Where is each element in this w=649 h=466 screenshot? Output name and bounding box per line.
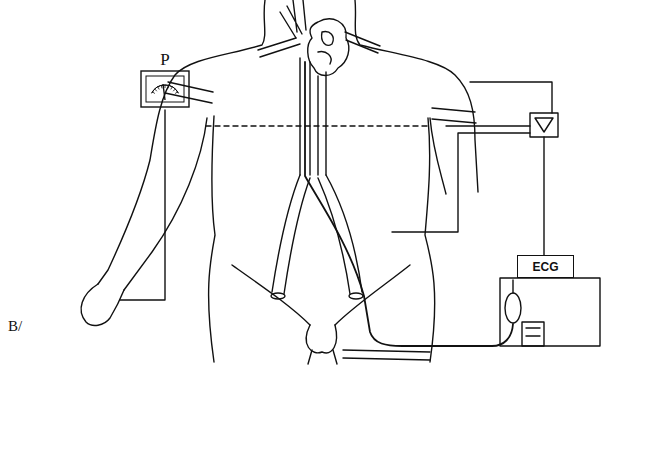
wire	[512, 280, 513, 293]
iliac-vessel	[318, 175, 362, 294]
wire	[446, 125, 530, 126]
body-outline	[98, 0, 265, 284]
gauge-tick	[165, 85, 166, 88]
vena-cava	[318, 72, 326, 175]
gauge-tick	[158, 87, 159, 90]
dashed-line	[206, 125, 430, 126]
ecg-recorder: ECG	[517, 255, 574, 278]
gauge-tick	[152, 92, 155, 94]
pressure-gauge: P	[140, 50, 190, 108]
gauge-frame	[141, 71, 189, 107]
heart-chamber	[318, 32, 333, 64]
body-outline	[425, 118, 435, 362]
leg-line	[308, 350, 337, 364]
arm-cuff	[432, 108, 476, 123]
catheter	[305, 62, 513, 346]
figure-label: B/	[8, 318, 22, 335]
vessel-end	[271, 293, 285, 299]
body-outline	[355, 0, 478, 192]
device-part	[522, 322, 544, 346]
vessel-end	[349, 293, 363, 299]
gauge-tick	[171, 87, 172, 90]
genitals	[306, 325, 336, 353]
thigh-cuff	[343, 350, 430, 360]
heart	[308, 19, 349, 76]
iliac-vessel	[272, 175, 310, 294]
body-outline	[430, 118, 446, 194]
wire	[392, 133, 530, 232]
gauge-tick	[167, 85, 169, 88]
hand	[81, 284, 124, 325]
amplifier-symbol	[535, 118, 553, 132]
device-part	[526, 328, 540, 336]
gauge-window	[146, 76, 184, 102]
pressure-bulb	[505, 293, 521, 323]
gauge-tick	[173, 89, 175, 91]
groin-line	[232, 265, 310, 325]
gauge-needle	[163, 84, 165, 100]
carotid-artery	[280, 0, 306, 38]
gauge-label: P	[140, 50, 190, 70]
device-box	[500, 278, 600, 346]
wire	[543, 137, 544, 255]
amplifier-box	[530, 113, 558, 137]
gauge-dial	[140, 70, 190, 108]
gauge-tick	[161, 85, 163, 88]
wire	[470, 82, 552, 113]
gauge-scale	[152, 85, 179, 93]
subclavian-artery	[258, 32, 380, 57]
device-label: ECG	[532, 260, 558, 274]
body-outline	[209, 116, 215, 362]
gauge-tick	[175, 92, 178, 94]
gauge-tick	[155, 89, 157, 91]
wire	[120, 110, 165, 300]
